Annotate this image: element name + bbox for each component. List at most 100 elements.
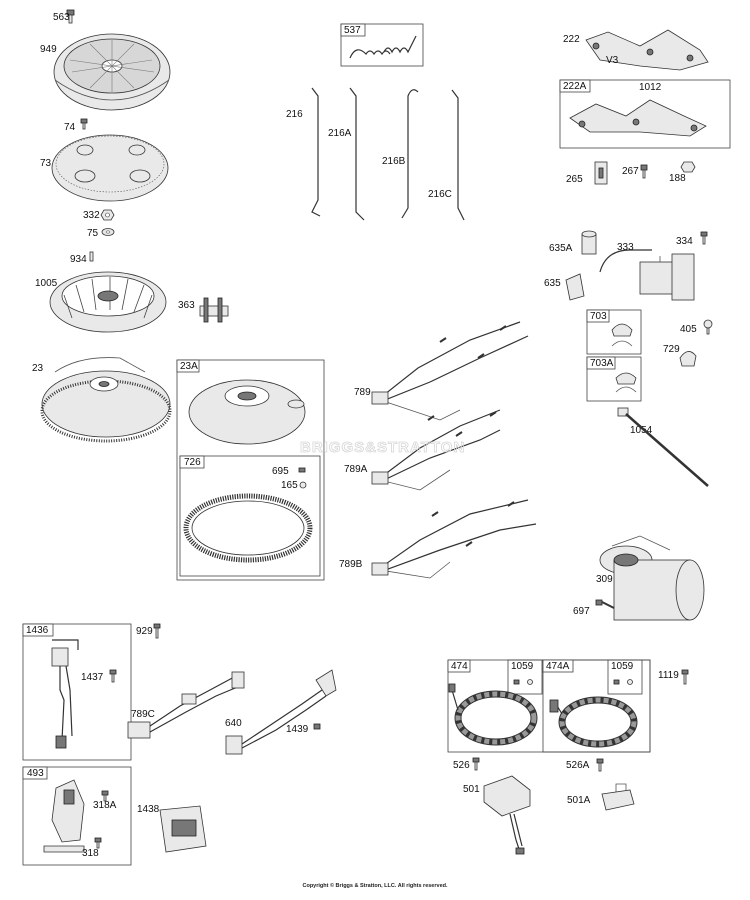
callout-501: 501 [463, 784, 480, 795]
ignition-armature-333 [599, 249, 695, 301]
callout-1012: 1012 [639, 82, 662, 93]
callout-74: 74 [64, 122, 76, 133]
callout-563: 563 [53, 12, 70, 23]
screw-1439 [313, 723, 321, 730]
alternator-474 [448, 683, 538, 746]
nut-332 [100, 209, 115, 221]
governor-spring-537 [349, 35, 417, 59]
harness-789b [371, 499, 537, 579]
rotating-screen-73 [51, 134, 169, 202]
group-box-537 [340, 23, 424, 67]
screw-188 [680, 161, 696, 173]
harness-789a [371, 409, 501, 491]
clip-265 [594, 161, 608, 185]
callout-265: 265 [566, 174, 583, 185]
callout-165: 165 [281, 480, 298, 491]
callout-1437: 1437 [81, 672, 104, 683]
callout-1439: 1439 [286, 724, 309, 735]
callout-188: 188 [669, 173, 686, 184]
callout-1119: 1119 [658, 670, 679, 681]
screw-526 [472, 757, 480, 771]
group-box-493 [22, 766, 132, 866]
clip-703 [611, 323, 633, 347]
spark-plug-boot-635 [565, 273, 585, 301]
tag-box-1436 [22, 623, 54, 637]
callout-1005: 1005 [35, 278, 58, 289]
callout-75: 75 [87, 228, 99, 239]
callout-474a: 474A [546, 661, 570, 672]
callout-726: 726 [184, 457, 201, 468]
callout-363: 363 [178, 300, 195, 311]
callout-493: 493 [27, 768, 44, 779]
callout-703a: 703A [590, 358, 614, 369]
group-box-23a [176, 359, 325, 581]
callout-216: 216 [286, 109, 303, 120]
screw-563 [66, 9, 75, 24]
callout-318a: 318A [93, 800, 117, 811]
screw-526a [596, 758, 604, 772]
callout-501a: 501A [567, 795, 591, 806]
callout-789c: 789C [131, 709, 155, 720]
callout-635: 635 [544, 278, 561, 289]
group-box-726 [179, 455, 321, 577]
washer-75 [101, 228, 115, 236]
callout-309: 309 [596, 574, 613, 585]
blower-housing-949 [53, 33, 171, 111]
tag-box-726 [179, 455, 205, 469]
callout-703: 703 [590, 311, 607, 322]
watermark: BRIGGS&STRATTON [300, 439, 465, 456]
callout-474: 474 [451, 661, 468, 672]
tag-box-474 [447, 659, 471, 673]
callout-789: 789 [354, 387, 371, 398]
flywheel-23 [40, 357, 172, 443]
ring-gear-726 [183, 493, 313, 563]
callout-23: 23 [32, 363, 44, 374]
callout-v3: V3 [606, 55, 619, 66]
callout-526a: 526A [566, 760, 590, 771]
callout-1059-b: 1059 [611, 661, 634, 672]
callout-695: 695 [272, 466, 289, 477]
tag-box-23a [176, 359, 200, 373]
tag-box-703 [586, 309, 610, 323]
callout-216c: 216C [428, 189, 452, 200]
screw-695 [298, 467, 306, 473]
callout-1054: 1054 [630, 425, 653, 436]
callout-73: 73 [40, 158, 52, 169]
callout-333: 333 [617, 242, 634, 253]
callout-789a: 789A [344, 464, 368, 475]
callout-222: 222 [563, 34, 580, 45]
callout-729: 729 [663, 344, 680, 355]
screw-267 [640, 164, 648, 179]
callout-334: 334 [676, 236, 693, 247]
screw-697 [595, 599, 615, 609]
callout-318: 318 [82, 848, 99, 859]
link-216a [349, 87, 365, 221]
tag-box-493 [22, 766, 48, 780]
callout-526: 526 [453, 760, 470, 771]
control-bracket-222 [585, 29, 709, 71]
harness-640 [225, 669, 337, 755]
harness-789c [127, 671, 245, 739]
group-box-222a [559, 79, 731, 149]
callout-537: 537 [344, 25, 361, 36]
cable-tie-1054 [617, 407, 709, 487]
tag-box-222a [559, 79, 591, 93]
bracket-harness-1436 [51, 639, 79, 749]
nut-165 [299, 481, 307, 489]
harness-789 [371, 321, 529, 421]
regulator-501a [601, 783, 635, 811]
callout-789b: 789B [339, 559, 363, 570]
clip-703a [615, 372, 637, 393]
screw-334 [700, 231, 708, 245]
group-box-1436 [22, 623, 132, 761]
screw-74 [80, 118, 88, 130]
screws-1059-a [513, 679, 533, 685]
link-216c [451, 89, 465, 221]
starter-motor-309 [599, 535, 705, 621]
callout-640: 640 [225, 718, 242, 729]
callout-332: 332 [83, 210, 100, 221]
screw-1437 [109, 669, 117, 683]
control-bracket-222a [569, 99, 707, 137]
group-box-703 [586, 309, 642, 355]
